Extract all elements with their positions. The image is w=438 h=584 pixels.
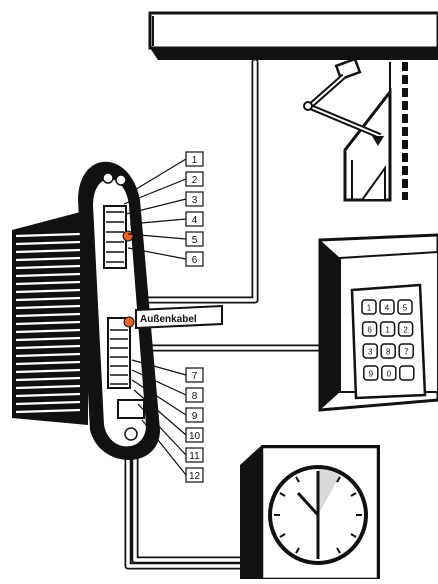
keypad-key-label: 6: [367, 326, 372, 335]
keypad-key-label: 1: [385, 326, 390, 335]
door-closer: [150, 13, 438, 245]
heat-sink: [12, 210, 88, 425]
keypad-key-label: 0: [387, 370, 392, 379]
callout-number: 1: [192, 155, 198, 166]
keypad-key-label: 5: [403, 304, 408, 313]
callout-number: 6: [192, 255, 198, 266]
lower-led: [124, 317, 134, 327]
keypad-key-label: 8: [386, 348, 391, 357]
callout-number: 11: [189, 451, 200, 462]
callout-number: 12: [189, 471, 201, 482]
cable-label: Außenkabel: [140, 314, 197, 325]
keypad-key-label: 3: [368, 348, 373, 357]
callout-leader-line: [128, 159, 186, 194]
callout-number: 8: [192, 391, 198, 402]
callout-number: 9: [192, 411, 198, 422]
closer-housing-underside: [150, 48, 438, 60]
keypad-key-label: 1: [367, 304, 372, 313]
keypad-key-label: 4: [385, 304, 390, 313]
upper-led: [123, 231, 133, 241]
keypad-key-label: 7: [404, 348, 409, 357]
cable-tag: Außenkabel: [136, 306, 222, 328]
callout-number: 5: [192, 235, 198, 246]
keypad-key-label: 2: [403, 326, 408, 335]
keypad-reader: 1 4 5 6 1 2 3 8 7 9 0: [320, 235, 438, 410]
keypad-key-label: 9: [369, 370, 374, 379]
callout-number: 10: [189, 431, 201, 442]
callout-number: 4: [192, 215, 198, 226]
callout-number: 3: [192, 195, 198, 206]
keypad-key: [400, 366, 414, 380]
lower-terminal-block: [108, 318, 130, 388]
timer-clock: [240, 445, 380, 579]
closer-housing-top: [150, 13, 438, 48]
callout-number: 2: [192, 175, 198, 186]
callout-number: 7: [192, 371, 198, 382]
